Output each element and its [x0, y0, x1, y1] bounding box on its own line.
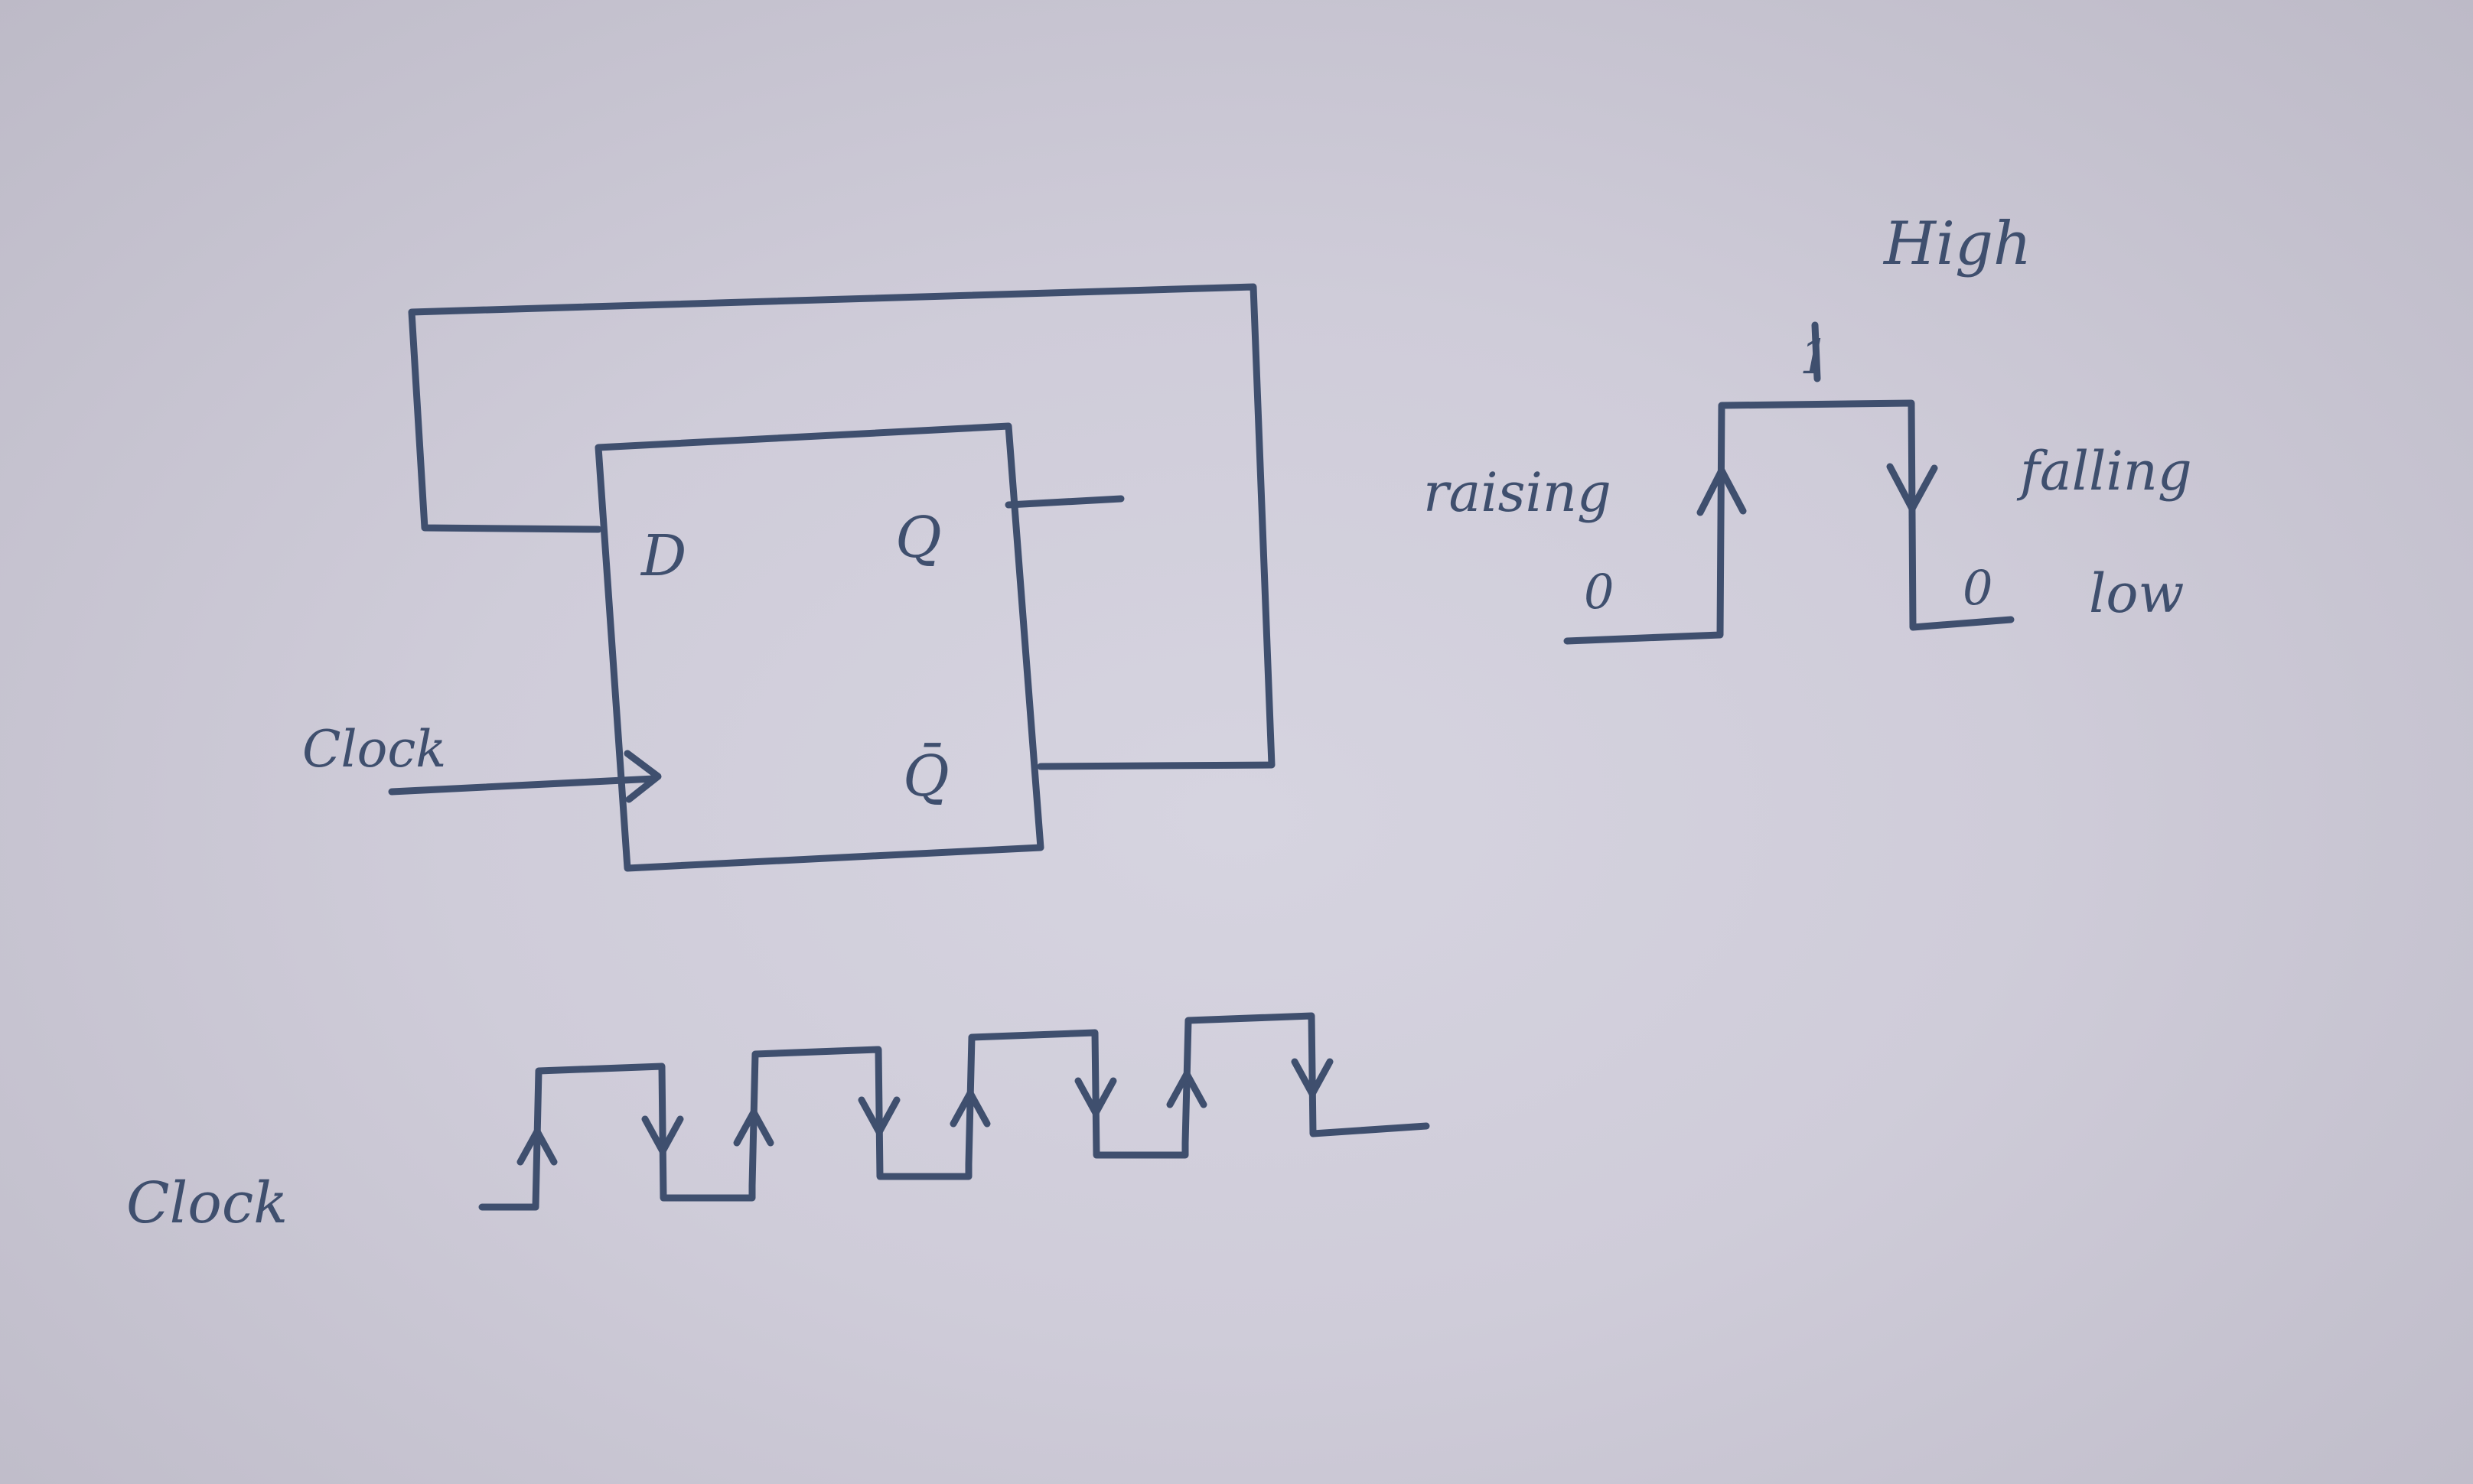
d-input-label: D: [640, 523, 686, 589]
clock-input-wire: [388, 775, 658, 796]
low-label: low: [2089, 562, 2184, 625]
clock-falling-arrow-icon: [1291, 1058, 1334, 1098]
clock-rising-arrow-icon: [950, 1089, 991, 1128]
clock-rising-arrow-icon: [1166, 1070, 1207, 1108]
clock-rising-arrow-icon: [733, 1108, 774, 1147]
single-pulse-waveform: [1563, 399, 2015, 645]
d-flip-flop: D Q Q̄ Clock: [302, 283, 1276, 872]
clock-edge-marker: [624, 750, 662, 803]
clock-falling-arrow-icon: [858, 1096, 901, 1136]
feedback-wire: [408, 283, 1276, 770]
clock-falling-arrow-icon: [1074, 1077, 1117, 1117]
falling-edge-arrow-icon: [1886, 463, 1938, 513]
logic-one-label: 1: [1800, 329, 1829, 385]
clock-waveform: [478, 1012, 1430, 1211]
left-zero-label: 0: [1584, 564, 1614, 620]
clock-waveform-label: Clock: [126, 1170, 288, 1236]
flip-flop-box: [595, 422, 1044, 872]
right-zero-label: 0: [1963, 560, 1992, 616]
q-bar-output-label: Q̄: [903, 743, 950, 809]
high-label: High: [1882, 210, 2032, 278]
q-output-wire: [1005, 495, 1125, 509]
clock-input-label: Clock: [302, 720, 446, 779]
falling-edge-label: falling: [2016, 440, 2192, 503]
rising-edge-arrow-icon: [1696, 467, 1747, 516]
clock-falling-arrow-icon: [641, 1115, 684, 1155]
clock-edge-arrows: [516, 1058, 1334, 1166]
edge-pulse-diagram: High 1 raising falling 0 0 low: [1423, 210, 2192, 645]
high-level-tick: [1811, 321, 1821, 382]
rising-edge-label: raising: [1423, 461, 1611, 524]
clock-waveform-group: Clock: [126, 1012, 1430, 1236]
clock-rising-arrow-icon: [516, 1128, 558, 1166]
q-output-label: Q: [895, 505, 942, 571]
